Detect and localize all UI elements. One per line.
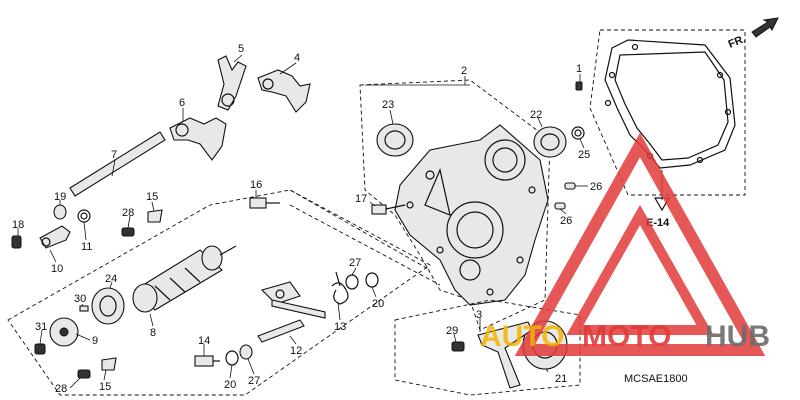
diagram-code: MCSAE1800 <box>624 373 688 385</box>
label-11: 11 <box>81 241 92 253</box>
label-27-lower: 27 <box>248 375 260 387</box>
label-20-lower: 20 <box>224 379 236 391</box>
label-5: 5 <box>238 43 244 55</box>
label-9: 9 <box>92 335 98 347</box>
return-spring-13 <box>331 271 349 305</box>
label-15-upper: 15 <box>146 191 158 203</box>
front-marker-text: FR. <box>727 33 748 51</box>
collar-19 <box>53 204 67 220</box>
watermark-brand-a: AUTO <box>480 320 564 353</box>
bolt-17 <box>371 204 406 215</box>
label-20-upper: 20 <box>372 298 384 310</box>
label-31: 31 <box>35 321 47 333</box>
gearshift-spindle-12 <box>257 281 326 343</box>
label-2: 2 <box>461 65 467 77</box>
dowel-pins-26 <box>554 182 576 210</box>
label-23: 23 <box>382 99 394 111</box>
shift-fork-4 <box>257 69 311 113</box>
label-12: 12 <box>290 345 302 357</box>
stud-14 <box>194 355 220 367</box>
label-13: 13 <box>334 321 346 333</box>
watermark-brand-b: MOTO <box>582 320 671 353</box>
label-28-upper: 28 <box>122 207 134 219</box>
label-27-upper: 27 <box>349 257 361 269</box>
guide-line <box>289 189 431 271</box>
bolt-29 <box>451 341 465 352</box>
watermark-text: AUTO MOTO HUB <box>480 320 770 353</box>
bolt-18 <box>11 235 22 249</box>
bolt-1 <box>575 81 583 91</box>
label-4: 4 <box>294 52 300 64</box>
bolt-28-upper <box>121 227 135 237</box>
bearing-24 <box>91 287 125 325</box>
label-26-upper: 26 <box>590 181 602 193</box>
reference-marker-text: E-14 <box>646 217 670 229</box>
plate-15-upper <box>147 209 163 223</box>
washer-20-upper <box>365 272 379 288</box>
plate-15-lower <box>101 357 117 371</box>
label-26-lower: 26 <box>560 215 572 227</box>
watermark-triangle-inner <box>566 204 714 335</box>
seal-25 <box>571 126 585 140</box>
shift-fork-6 <box>169 117 227 161</box>
spring-11 <box>77 209 91 223</box>
shift-fork-shaft-7 <box>69 131 166 197</box>
drum-assembly-outline <box>7 189 431 396</box>
bolt-31 <box>34 343 46 355</box>
setting-plate-3 <box>477 321 533 389</box>
front-direction-arrow: FR. <box>727 17 779 51</box>
label-7: 7 <box>111 149 117 161</box>
bolt-28-lower <box>77 369 91 379</box>
seal-27-lower <box>239 344 253 360</box>
part-labels: 1 2 3 4 5 6 7 8 9 10 11 12 13 14 15 15 1… <box>12 43 602 395</box>
label-3: 3 <box>476 309 482 321</box>
watermark-brand-c: HUB <box>705 320 770 353</box>
drum-center-plate-9 <box>49 317 79 347</box>
watermark-logo <box>514 132 766 356</box>
shift-fork-5 <box>217 55 247 111</box>
label-24: 24 <box>105 273 117 285</box>
label-1: 1 <box>576 63 582 75</box>
label-29: 29 <box>446 325 458 337</box>
label-18: 18 <box>12 219 24 231</box>
label-25: 25 <box>578 149 590 161</box>
label-22: 22 <box>530 109 542 121</box>
guide-line-2 <box>289 204 441 286</box>
label-21: 21 <box>555 373 567 385</box>
label-14: 14 <box>198 335 210 347</box>
label-8: 8 <box>150 327 156 339</box>
cover-gasket <box>589 29 746 196</box>
label-6: 6 <box>179 97 185 109</box>
shift-drum-8 <box>132 245 237 313</box>
label-16: 16 <box>250 179 262 191</box>
label-10: 10 <box>51 263 63 275</box>
watermark-triangle-outer <box>514 132 766 356</box>
label-17: 17 <box>355 193 367 205</box>
pin-30 <box>79 305 89 312</box>
leader-lines <box>17 54 588 389</box>
label-30: 30 <box>74 293 86 305</box>
label-28-lower: 28 <box>55 383 67 395</box>
bearing-23 <box>376 123 414 157</box>
right-crankcase <box>394 124 549 306</box>
seal-27-upper <box>345 274 359 290</box>
label-15-lower: 15 <box>99 381 111 393</box>
bolt-16 <box>249 197 280 209</box>
washer-20-lower <box>225 350 239 366</box>
stopper-arm-10 <box>39 225 71 249</box>
label-19: 19 <box>54 191 66 203</box>
bearing-22 <box>533 126 567 158</box>
